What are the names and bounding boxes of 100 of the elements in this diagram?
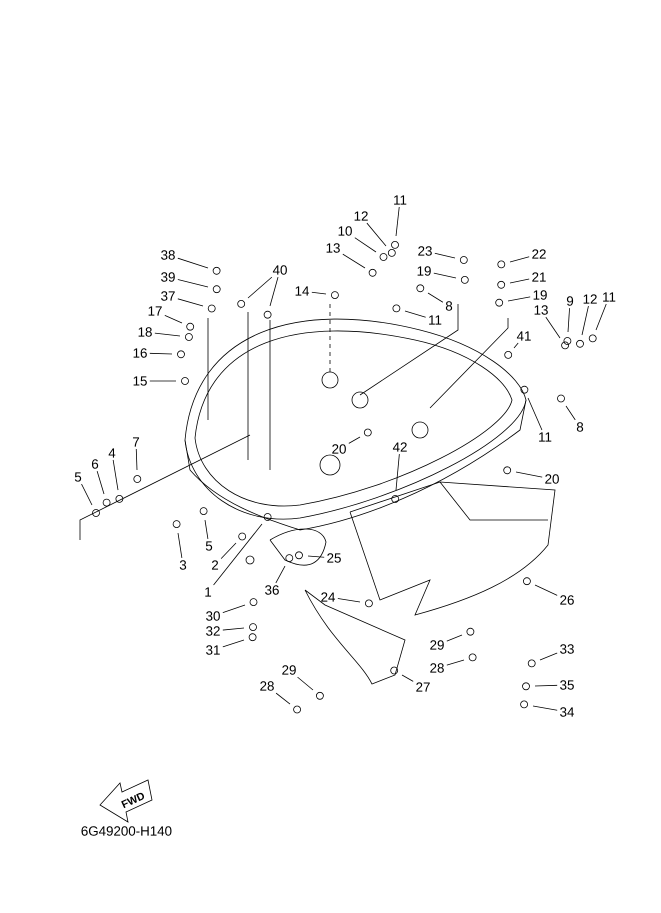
leader-line [534, 684, 558, 686]
leader-line [164, 314, 182, 324]
callout-number: 26 [560, 595, 574, 605]
leader-line [446, 660, 464, 666]
leader-line [308, 556, 325, 558]
callout-number: 34 [560, 707, 574, 717]
callout-number: 12 [354, 211, 368, 221]
callout-number: 9 [566, 296, 574, 306]
callout-number: 29 [282, 665, 296, 675]
callout-number: 20 [545, 474, 559, 484]
callout-number: 23 [418, 246, 432, 256]
leader-line [404, 310, 426, 318]
leader-line [275, 566, 286, 584]
leader-line [540, 652, 558, 660]
callout-number: 1 [205, 587, 212, 597]
leader-line [528, 398, 542, 430]
callout-number: 8 [446, 301, 452, 311]
callout-number: 37 [161, 291, 175, 301]
callout-number: 22 [532, 249, 546, 259]
callout-number: 11 [603, 292, 616, 302]
leader-line [177, 258, 208, 268]
leader-line [433, 272, 456, 278]
callout-number: 33 [560, 644, 574, 654]
leader-line [596, 304, 607, 330]
leader-line [582, 306, 589, 336]
callout-number: 5 [206, 541, 212, 551]
leader-line [396, 206, 400, 236]
leader-line [149, 352, 172, 354]
leader-line [177, 298, 204, 306]
callout-number: 38 [161, 250, 175, 260]
leader-line [178, 532, 182, 558]
callout-number: 31 [206, 645, 220, 655]
callout-number: 39 [161, 272, 175, 282]
leader-line [177, 279, 208, 288]
leader-line [514, 342, 519, 348]
callout-number: 32 [206, 626, 220, 636]
leader-line [154, 332, 180, 336]
leader-line [222, 604, 246, 614]
leader-line [510, 278, 530, 284]
callout-number: 3 [180, 560, 186, 570]
callout-number: 21 [532, 272, 546, 282]
callout-number: 41 [516, 331, 531, 341]
callout-number: 14 [296, 286, 310, 296]
callout-number: 13 [326, 243, 340, 253]
callout-number: 25 [327, 553, 341, 563]
leader-line [248, 276, 272, 298]
leader-line [112, 460, 118, 490]
leader-line [568, 308, 570, 332]
callout-number: 4 [108, 448, 116, 458]
callout-number: 30 [206, 611, 220, 621]
callout-number: 12 [584, 294, 597, 304]
leader-line [222, 628, 244, 630]
callout-number: 28 [260, 681, 274, 691]
callout-number: 35 [560, 680, 574, 690]
callout-number: 13 [534, 305, 548, 315]
leader-line [532, 706, 558, 711]
callout-number: 19 [534, 290, 547, 300]
leader-line [402, 674, 414, 682]
callout-number: 36 [265, 585, 279, 595]
leader-line [311, 292, 326, 294]
callout-number: 6 [92, 459, 98, 469]
callout-number: 11 [429, 315, 442, 325]
leader-line [342, 254, 366, 268]
leader-line [534, 584, 558, 596]
callout-number: 18 [138, 327, 152, 337]
leader-line [213, 524, 262, 586]
leader-line [508, 296, 531, 302]
leader-line [96, 470, 104, 494]
leader-line [136, 448, 138, 470]
callout-number: 24 [321, 592, 336, 602]
callout-number: 2 [212, 560, 218, 570]
leader-line [510, 256, 530, 262]
callout-number: 15 [134, 376, 147, 386]
leader-line [354, 237, 376, 252]
callout-number: 7 [132, 437, 140, 447]
leader-line [276, 692, 290, 704]
leader-line [270, 276, 278, 306]
leader-line [366, 222, 386, 246]
leader-line [222, 640, 244, 648]
callout-number: 10 [338, 226, 352, 236]
leader-line [220, 542, 236, 559]
leader-line [566, 406, 576, 420]
leader-line [297, 676, 314, 690]
callout-number: 27 [416, 682, 430, 692]
callout-number: 11 [539, 432, 552, 442]
callout-number: 17 [148, 306, 162, 316]
callout-number: 8 [576, 422, 584, 432]
part-number: 6G49200-H140 [82, 826, 172, 836]
leader-line [446, 634, 462, 642]
callout-number: 40 [272, 265, 287, 275]
leader-line [434, 252, 456, 258]
callout-number: 5 [74, 472, 82, 482]
leader-line [428, 292, 444, 303]
callout-number: 16 [134, 348, 147, 358]
callout-number: 28 [430, 663, 444, 673]
leader-line [81, 484, 92, 506]
callout-number: 11 [394, 195, 406, 205]
leader-line [149, 380, 176, 382]
callout-number: 29 [430, 640, 444, 650]
callout-number: 19 [418, 266, 431, 276]
